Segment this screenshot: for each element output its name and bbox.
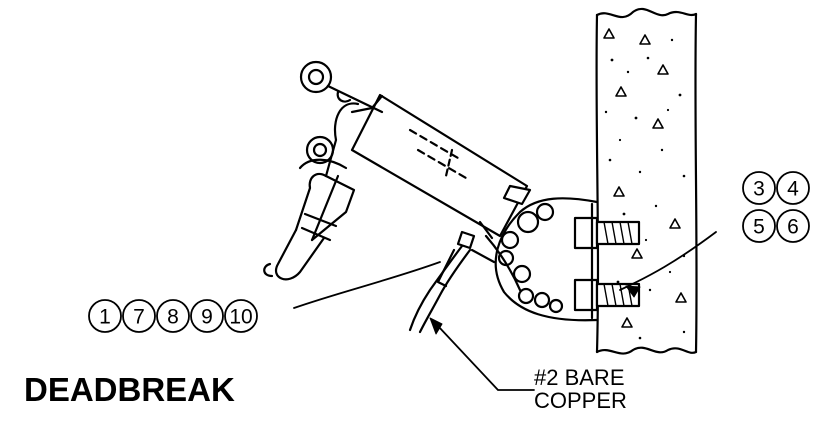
anchor-bolts — [573, 216, 641, 312]
callout-label-5: 5 — [753, 216, 765, 239]
callout-label-4: 4 — [787, 178, 799, 201]
callout-circle-8 — [156, 299, 190, 333]
callout-label-1: 1 — [99, 306, 111, 329]
callout-label-9: 9 — [201, 306, 213, 329]
callout-label-10: 10 — [229, 306, 252, 329]
callout-label-8: 8 — [167, 306, 179, 329]
callout-circle-9 — [190, 299, 224, 333]
callouts-left — [88, 299, 258, 333]
conductor-label-line1: #2 BARE — [534, 365, 625, 390]
callout-circle-4 — [776, 171, 810, 205]
callout-circle-5 — [742, 209, 776, 243]
callout-label-7: 7 — [133, 306, 145, 329]
callout-label-6: 6 — [787, 216, 799, 239]
callout-circle-7 — [122, 299, 156, 333]
diagram-title: DEADBREAK — [24, 371, 235, 408]
callout-circle-1 — [88, 299, 122, 333]
callout-circle-6 — [776, 209, 810, 243]
ground-conductor — [408, 244, 472, 334]
callouts-right — [742, 171, 810, 243]
conductor-label-line2: COPPER — [534, 388, 627, 413]
elbow-connector — [263, 60, 532, 281]
leader-lines — [293, 231, 717, 391]
callout-circle-10 — [224, 299, 258, 333]
callout-circle-3 — [742, 171, 776, 205]
mounting-bracket — [484, 197, 599, 322]
callout-label-3: 3 — [753, 178, 765, 201]
concrete-wall — [595, 7, 698, 355]
